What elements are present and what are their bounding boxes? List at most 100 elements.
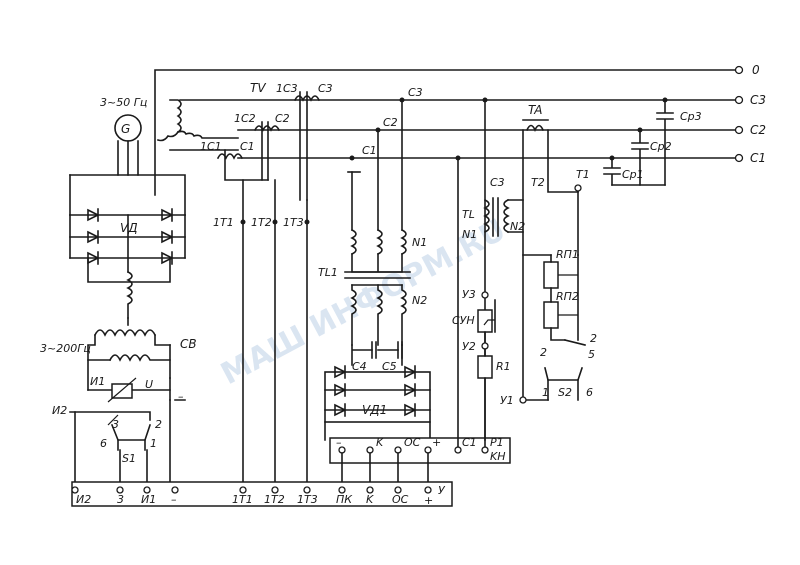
tl1-n2: N2 — [412, 294, 427, 307]
terminal-c3 — [734, 95, 744, 105]
s1-label: S1 — [122, 452, 136, 465]
terminal-c2 — [734, 125, 744, 135]
s2-pin-1: 1 — [542, 386, 549, 399]
tl-n1: N1 — [462, 228, 477, 241]
s1-pin-2: 2 — [155, 418, 162, 431]
s2-pin-5: 5 — [588, 348, 595, 361]
bus-label-0: 0 — [752, 63, 760, 77]
terminal-y1 — [519, 396, 527, 404]
tap-label-t1: T1 — [576, 168, 590, 181]
cap-c4: C4 — [352, 360, 367, 373]
transformer-tl1 — [344, 97, 411, 366]
exciter-frequency: 3~200Гц — [40, 342, 91, 355]
cap-cp3: Cр3 — [680, 110, 702, 123]
label-r1: R1 — [496, 360, 511, 373]
tap-label-c1: C1 — [362, 144, 377, 157]
s2-pin-2a: 2 — [590, 332, 597, 345]
upper-block-kh: KH — [490, 450, 506, 463]
s2-pin-2b: 2 — [540, 346, 547, 359]
tv-label: TV — [250, 81, 266, 95]
tv-c1: C1 — [240, 140, 255, 153]
tv-1c2: 1C2 — [234, 112, 256, 125]
cap-cp2: Cр2 — [650, 140, 672, 153]
upper-block-k: K — [376, 436, 384, 449]
tv-1c3: 1C3 — [276, 82, 298, 95]
terminal-0 — [734, 65, 744, 75]
label-cyn: СУН — [452, 314, 475, 327]
tv-c3: C3 — [318, 82, 333, 95]
switch-s2 — [522, 339, 586, 401]
upper-terminal-block — [329, 97, 511, 486]
cap-c5: C5 — [382, 360, 397, 373]
bus-label-c3: C3 — [750, 93, 766, 107]
label-i1: И1 — [90, 375, 105, 388]
exciter-winding — [87, 270, 171, 391]
label-minus-varistor: – — [178, 390, 184, 403]
bottom-y: У — [438, 484, 446, 497]
upper-block-minus: – — [336, 436, 342, 449]
transformer-tl — [483, 197, 524, 237]
terminal-t1 — [574, 184, 582, 192]
rectifier-vd-label: VД — [120, 221, 138, 235]
bottom-k: K — [366, 493, 374, 506]
transformer-ta — [522, 119, 579, 401]
generator — [114, 114, 142, 176]
tap-label-c2: C2 — [383, 116, 398, 129]
bottom-oc: OC — [392, 493, 409, 506]
resistors-rp — [522, 254, 579, 341]
tl1-label: TL1 — [318, 266, 338, 279]
bottom-minus: – — [171, 493, 177, 506]
label-i2: И2 — [52, 404, 67, 417]
terminal-c1 — [734, 153, 744, 163]
bottom-1t2: 1T2 — [264, 493, 285, 506]
s2-pin-6: 6 — [586, 386, 593, 399]
upper-block-p1: P1 — [490, 436, 504, 449]
s1-pin-1: 1 — [150, 437, 157, 450]
bottom-pk: ПК — [336, 493, 353, 506]
tl-c3-label: C3 — [490, 176, 505, 189]
transformer-tv — [216, 91, 321, 201]
bottom-i1: И1 — [141, 493, 156, 506]
cap-cp1: Cр1 — [622, 168, 644, 181]
tap-label-c3: C3 — [408, 86, 423, 99]
label-y1: У1 — [500, 394, 514, 407]
test-point-1t3: 1T3 — [283, 216, 304, 229]
bottom-3: 3 — [117, 493, 124, 506]
label-rp2: RП2 — [556, 290, 579, 303]
tv-c2: C2 — [275, 112, 290, 125]
generator-frequency: 3~50 Гц — [100, 96, 147, 109]
tl-label: TL — [462, 208, 475, 221]
bottom-i2: И2 — [76, 493, 91, 506]
test-point-1t2: 1T2 — [251, 216, 272, 229]
tv-1c1: 1C1 — [200, 140, 222, 153]
s2-label: S2 — [558, 386, 572, 399]
test-point-1t1: 1T1 — [213, 216, 234, 229]
label-rp1: RП1 — [556, 248, 579, 261]
varistor-u — [87, 377, 186, 403]
label-y3: У3 — [462, 288, 476, 301]
tap-label-t2: T2 — [531, 176, 545, 189]
rectifier-vd1-label: VД1 — [362, 403, 387, 417]
bus-lines — [154, 65, 744, 196]
diode-bridge-vd1 — [324, 365, 431, 441]
test-point-lines — [240, 179, 310, 486]
upper-block-c1: C1 — [462, 436, 477, 449]
generator-star-winding — [156, 99, 239, 151]
upper-block-oc: OC — [404, 436, 421, 449]
bus-label-c1: C1 — [750, 151, 766, 165]
bus-label-c2: C2 — [750, 123, 766, 137]
s1-pin-6: 6 — [100, 437, 107, 450]
ta-label: TA — [528, 103, 542, 117]
s1-pin-3: 3 — [112, 418, 119, 431]
regulator-chain — [477, 291, 496, 441]
bottom-plus: + — [424, 494, 433, 507]
diode-bridge-vd — [69, 174, 186, 283]
label-u: U — [145, 378, 153, 391]
upper-block-plus: + — [432, 436, 441, 449]
generator-symbol: G — [121, 122, 130, 136]
label-y2: У2 — [462, 340, 476, 353]
tl1-n1: N1 — [412, 236, 427, 249]
bottom-terminal-block — [71, 481, 453, 507]
